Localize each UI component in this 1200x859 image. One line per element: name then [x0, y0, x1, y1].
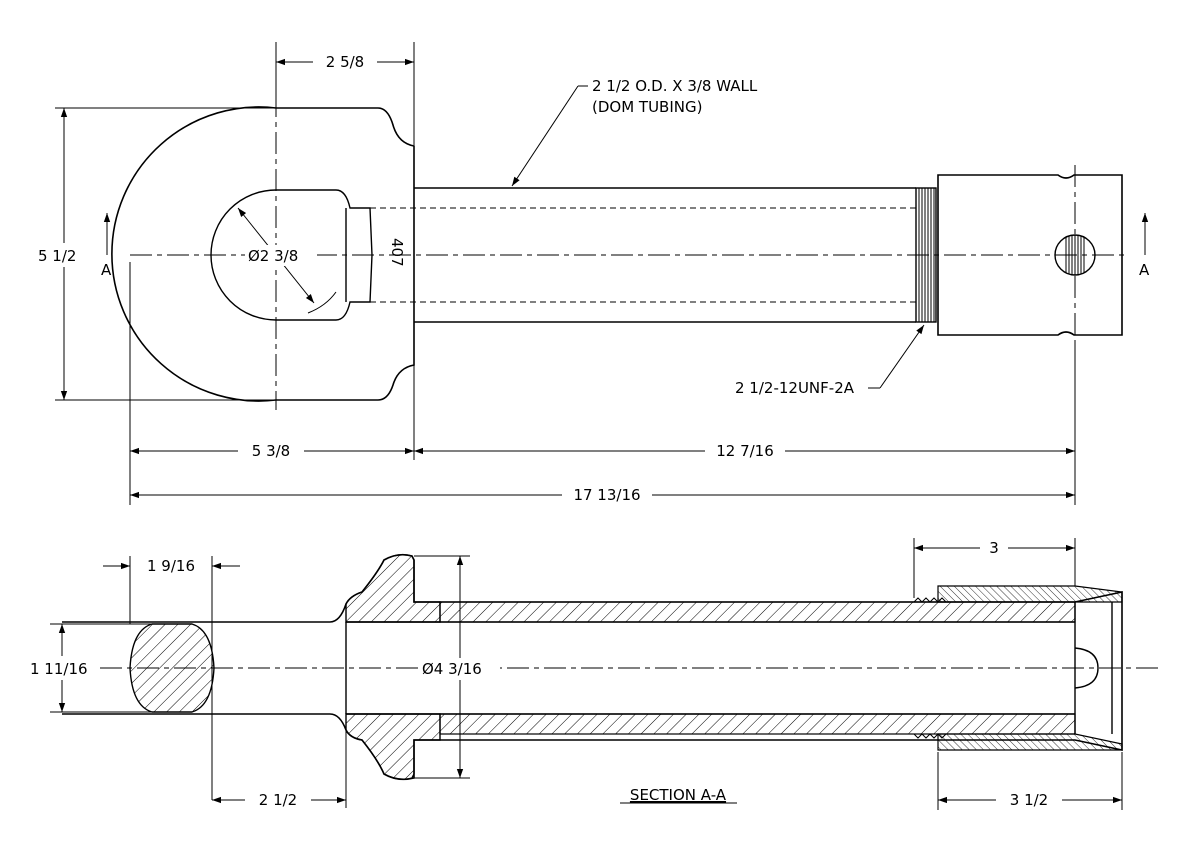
dim-socket-length: 3 1/2	[1010, 791, 1048, 809]
dim-eye-offset: 2 5/8	[326, 53, 364, 71]
note-tubing-line1: 2 1/2 O.D. X 3/8 WALL	[592, 77, 758, 95]
tube-wall-top	[439, 601, 1076, 623]
note-thread: 2 1/2-12UNF-2A	[735, 379, 855, 397]
top-view: A A 2 5/8 5 1/2 Ø2 3/8 407 2 1/2 O.D. X …	[30, 42, 1150, 505]
dim-bar-width: 1 9/16	[147, 557, 195, 575]
bar-section	[129, 623, 215, 713]
section-title: SECTION A-A	[630, 786, 727, 804]
tube-wall-bottom	[439, 713, 1076, 735]
socket-section-bottom	[937, 733, 1123, 751]
leader-tubing	[511, 85, 579, 187]
section-marker-right: A	[1139, 261, 1150, 279]
leader-thread	[879, 324, 925, 389]
dim-hole-diameter: Ø2 3/8	[248, 247, 298, 265]
dim-section-diameter: Ø4 3/16	[422, 660, 482, 678]
section-threads	[913, 597, 947, 739]
dim-overall-length: 17 13/16	[573, 486, 640, 504]
dim-bar-height: 1 11/16	[30, 660, 88, 678]
dim-eye-gap: 2 1/2	[259, 791, 297, 809]
section-view: 1 9/16 1 11/16 Ø4 3/16 3 2 1/2 3 1/2 SEC…	[28, 538, 1160, 810]
eye-hole	[210, 189, 373, 321]
section-pin-hole	[1074, 647, 1099, 689]
socket-section-top	[937, 585, 1123, 603]
weld-symbol: 407	[388, 238, 406, 267]
dim-eye-length: 5 3/8	[252, 442, 290, 460]
socket-body	[937, 174, 1123, 336]
dim-height: 5 1/2	[38, 247, 76, 265]
hole-arc-mark	[307, 291, 337, 314]
section-marker-left: A	[101, 261, 112, 279]
dim-collar-length: 3	[989, 539, 999, 557]
dim-tube-length: 12 7/16	[716, 442, 774, 460]
eye-section-bottom	[345, 713, 441, 781]
eye-section-top	[345, 553, 441, 623]
note-tubing-line2: (DOM TUBING)	[592, 98, 702, 116]
